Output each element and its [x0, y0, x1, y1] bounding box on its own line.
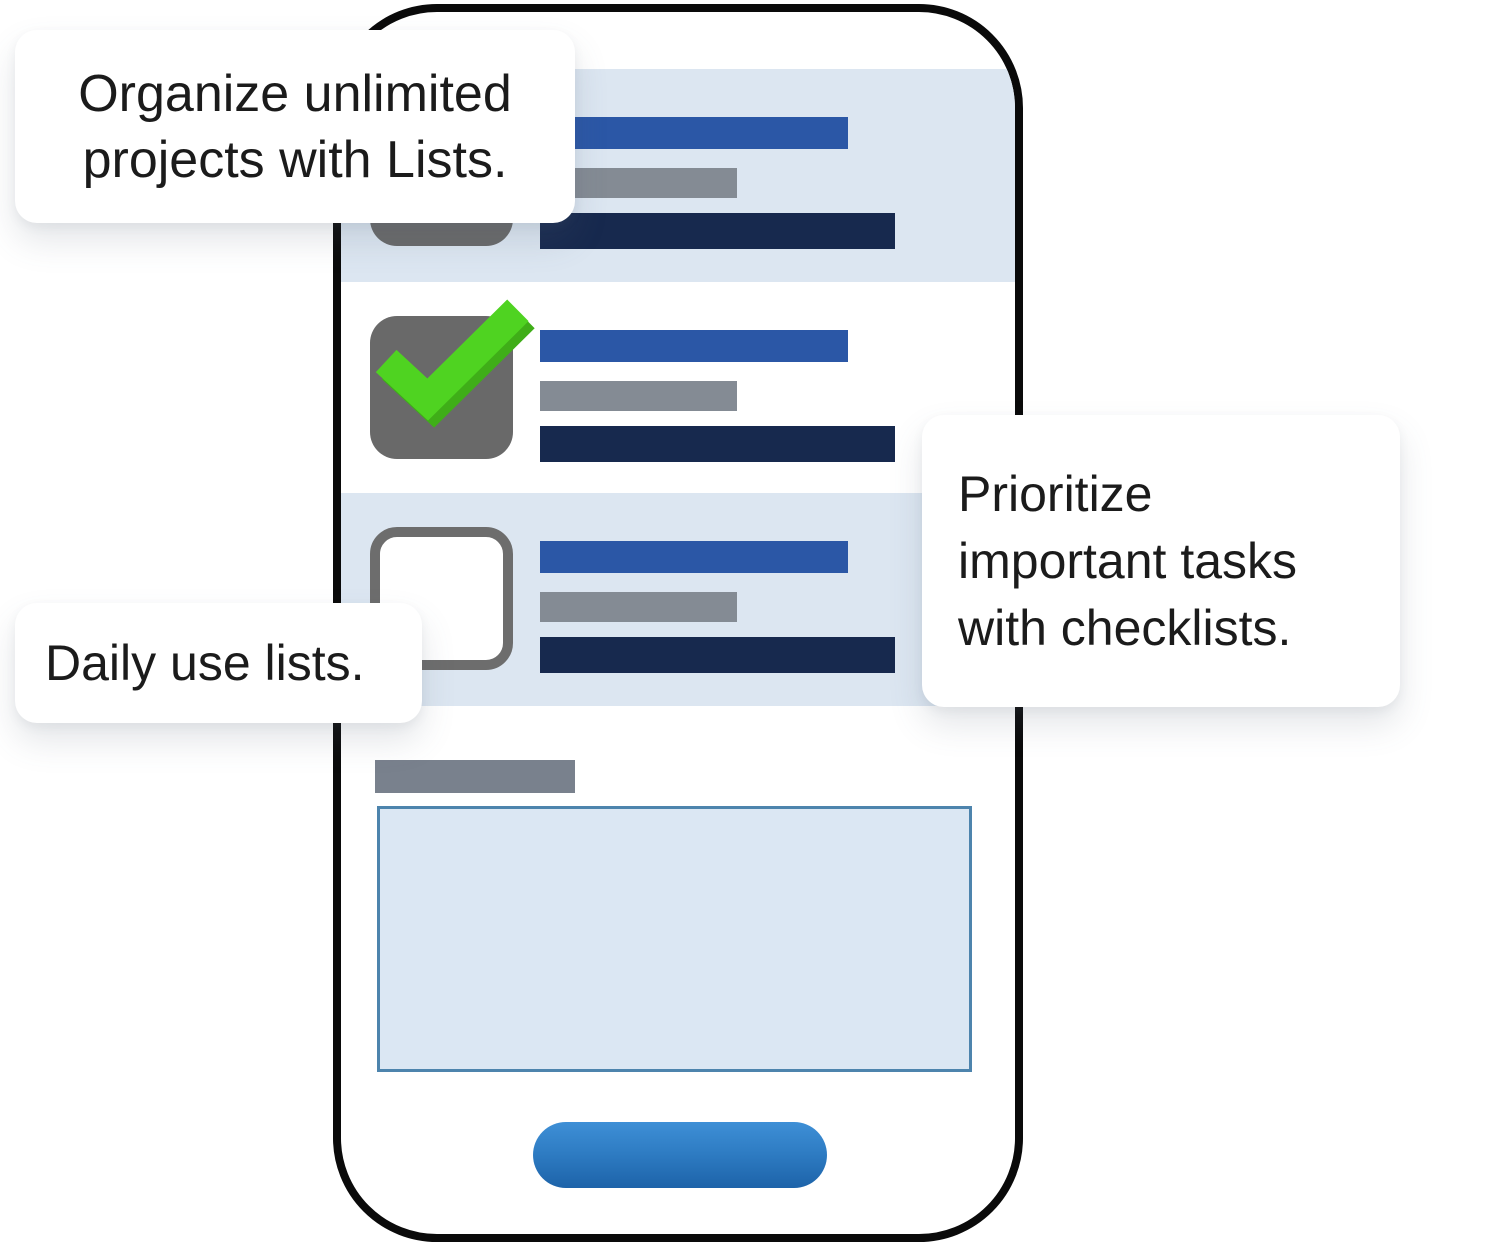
- task-1-description-bar: [540, 213, 895, 249]
- callout-organize-lists: Organize unlimited projects with Lists.: [15, 30, 575, 223]
- callout-daily-text: Daily use lists.: [45, 635, 365, 691]
- callout-organize-text: Organize unlimited projects with Lists.: [78, 64, 512, 189]
- primary-action-button[interactable]: [533, 1122, 827, 1188]
- task-2-title-bar: [540, 330, 848, 362]
- task-3-description-bar: [540, 637, 895, 673]
- green-checkmark-icon: [375, 299, 535, 428]
- task-2-description-bar: [540, 426, 895, 462]
- callout-prioritize-text: Prioritize important tasks with checklis…: [958, 465, 1298, 656]
- phone-mockup: [333, 4, 1023, 1242]
- task-row-3: [341, 493, 1015, 706]
- task-row-2: [341, 282, 1015, 493]
- task-2-checkbox-checked[interactable]: [370, 299, 535, 459]
- placeholder-section-label-bar: [375, 760, 575, 793]
- notes-panel[interactable]: [377, 806, 972, 1072]
- task-2-subtitle-bar: [540, 381, 737, 411]
- task-3-title-bar: [540, 541, 848, 573]
- callout-prioritize-checklists: Prioritize important tasks with checklis…: [922, 415, 1400, 707]
- task-1-title-bar: [540, 117, 848, 149]
- task-3-subtitle-bar: [540, 592, 737, 622]
- callout-daily-use-lists: Daily use lists.: [15, 603, 422, 723]
